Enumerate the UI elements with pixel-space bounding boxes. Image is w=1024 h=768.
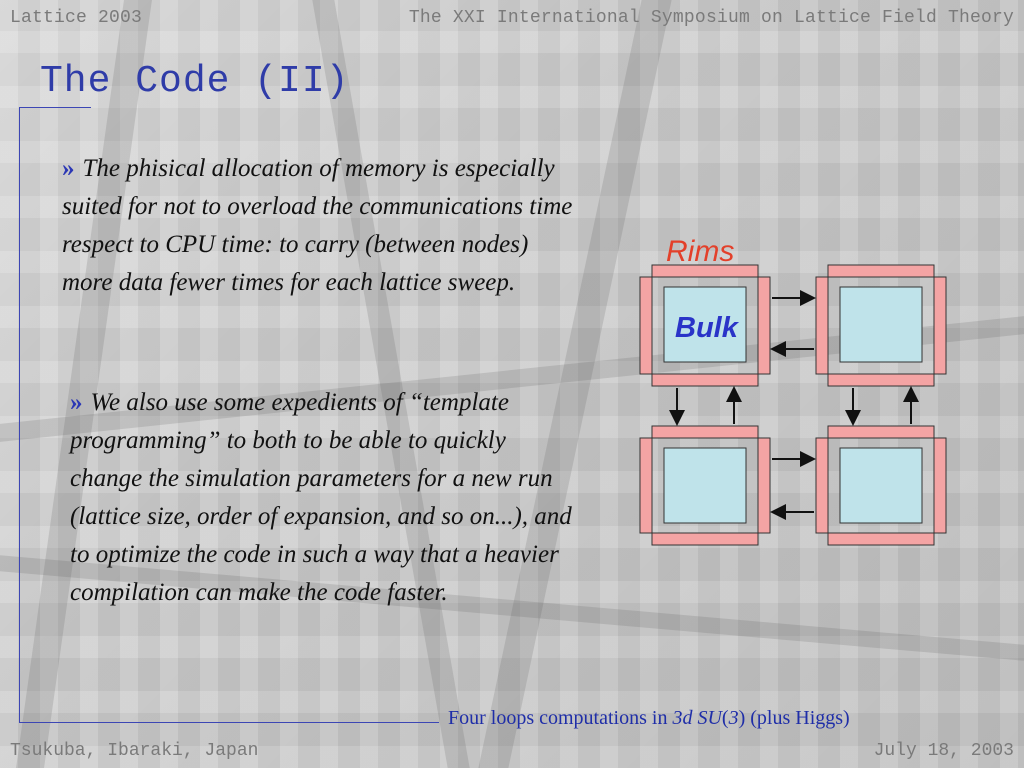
footer-date: July 18, 2003 — [873, 741, 1014, 761]
node-bottom-right — [815, 425, 947, 546]
bracket-line — [19, 107, 91, 108]
node-top-right — [815, 264, 947, 387]
paragraph-1-text: The phisical allocation of memory is esp… — [62, 155, 573, 296]
bullet-icon: » — [70, 389, 83, 416]
caption-paren: ) — [738, 707, 746, 729]
caption-paren: ( — [721, 707, 729, 729]
node-bottom-left — [639, 425, 771, 546]
bracket-line — [19, 722, 439, 723]
bracket-line — [19, 107, 20, 722]
caption-group-rank: 3 — [728, 707, 739, 729]
bulk-region — [839, 447, 923, 524]
bullet-paragraph-1: »The phisical allocation of memory is es… — [62, 150, 582, 302]
header-conference-full: The XXI International Symposium on Latti… — [408, 8, 1014, 28]
node-top-left: Bulk — [639, 264, 771, 387]
caption-text: (plus Higgs) — [745, 707, 850, 729]
caption-text: Four loops computations in — [448, 707, 673, 729]
lattice-node-diagram: Rims Bulk — [639, 235, 947, 546]
bullet-paragraph-2: »We also use some expedients of “templat… — [70, 384, 580, 612]
header-conference-short: Lattice 2003 — [10, 8, 143, 28]
bulk-region — [839, 286, 923, 363]
slide-title: The Code (II) — [40, 60, 350, 103]
footer-location: Tsukuba, Ibaraki, Japan — [10, 741, 259, 761]
bulk-region — [663, 447, 747, 524]
communication-arrows — [669, 290, 919, 520]
figure-caption: Four loops computations in 3d SU(3) (plu… — [448, 707, 850, 730]
caption-group-name: 3d SU — [672, 707, 722, 729]
bulk-region — [663, 286, 747, 363]
paragraph-2-text: We also use some expedients of “template… — [70, 389, 572, 606]
bulk-label: Bulk — [675, 312, 740, 344]
bullet-icon: » — [62, 155, 75, 182]
rims-label: Rims — [666, 235, 734, 268]
